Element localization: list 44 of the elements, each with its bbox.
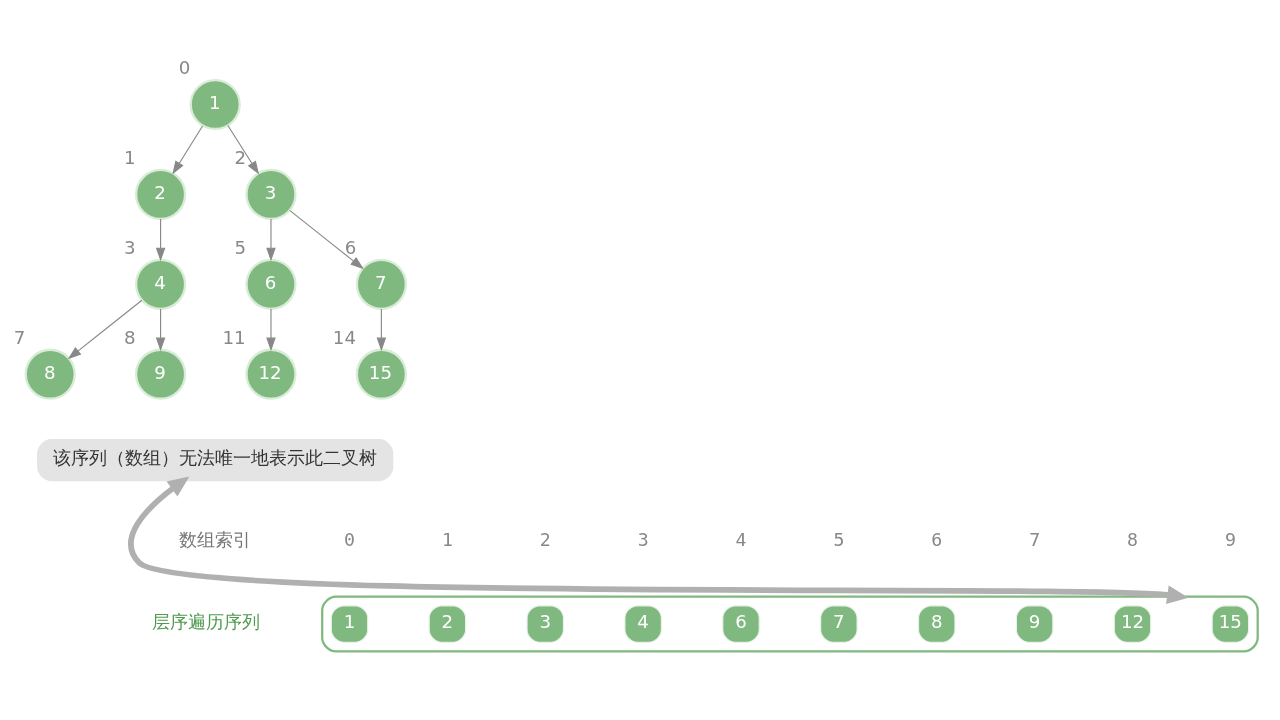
label: 4: [735, 529, 747, 551]
cluster: [321, 595, 1259, 653]
node-label: 5: [234, 236, 247, 258]
label: 0: [344, 529, 355, 551]
node-label: 6: [344, 236, 357, 258]
node-circle: 8: [24, 348, 76, 400]
node-circle: 3: [245, 168, 297, 220]
node-label: 7: [13, 326, 26, 348]
node-circle: 12: [245, 348, 297, 400]
label: 3: [637, 529, 649, 551]
label: 层序遍历序列: [152, 612, 261, 633]
node-box: 该序列（数组）无法唯一地表示此二叉树: [37, 439, 394, 482]
node-label: 1: [124, 147, 136, 169]
label: 1: [441, 529, 453, 551]
arrow: [227, 124, 260, 175]
label: 9: [1224, 529, 1236, 551]
node-circle: 1: [189, 78, 241, 131]
arrow: [155, 308, 166, 352]
node-circle: 9: [135, 348, 187, 400]
arrow: [376, 308, 387, 352]
label: 数组索引: [179, 530, 252, 551]
arrow: [289, 209, 364, 270]
node-label: 3: [124, 236, 136, 258]
arrow: [266, 218, 276, 262]
node-label: 11: [222, 326, 246, 348]
arrow: [172, 125, 204, 175]
node-label: 14: [332, 326, 356, 348]
label: 7: [1029, 529, 1041, 551]
arrow: [67, 299, 143, 360]
node-circle: 2: [135, 168, 187, 220]
arrow: [128, 476, 1189, 604]
label: 2: [539, 529, 551, 551]
node-label: 8: [124, 326, 136, 348]
node-label: 2: [234, 147, 247, 169]
node-circle: 6: [245, 258, 297, 310]
node-circle: 7: [355, 258, 407, 310]
arrow: [266, 308, 276, 352]
arrow: [155, 218, 166, 262]
label: 5: [833, 529, 845, 551]
label: 8: [1127, 529, 1138, 551]
node-circle: 4: [135, 258, 187, 310]
node-label: 0: [178, 57, 191, 79]
node-circle: 15: [355, 348, 407, 400]
label: 6: [931, 529, 943, 551]
